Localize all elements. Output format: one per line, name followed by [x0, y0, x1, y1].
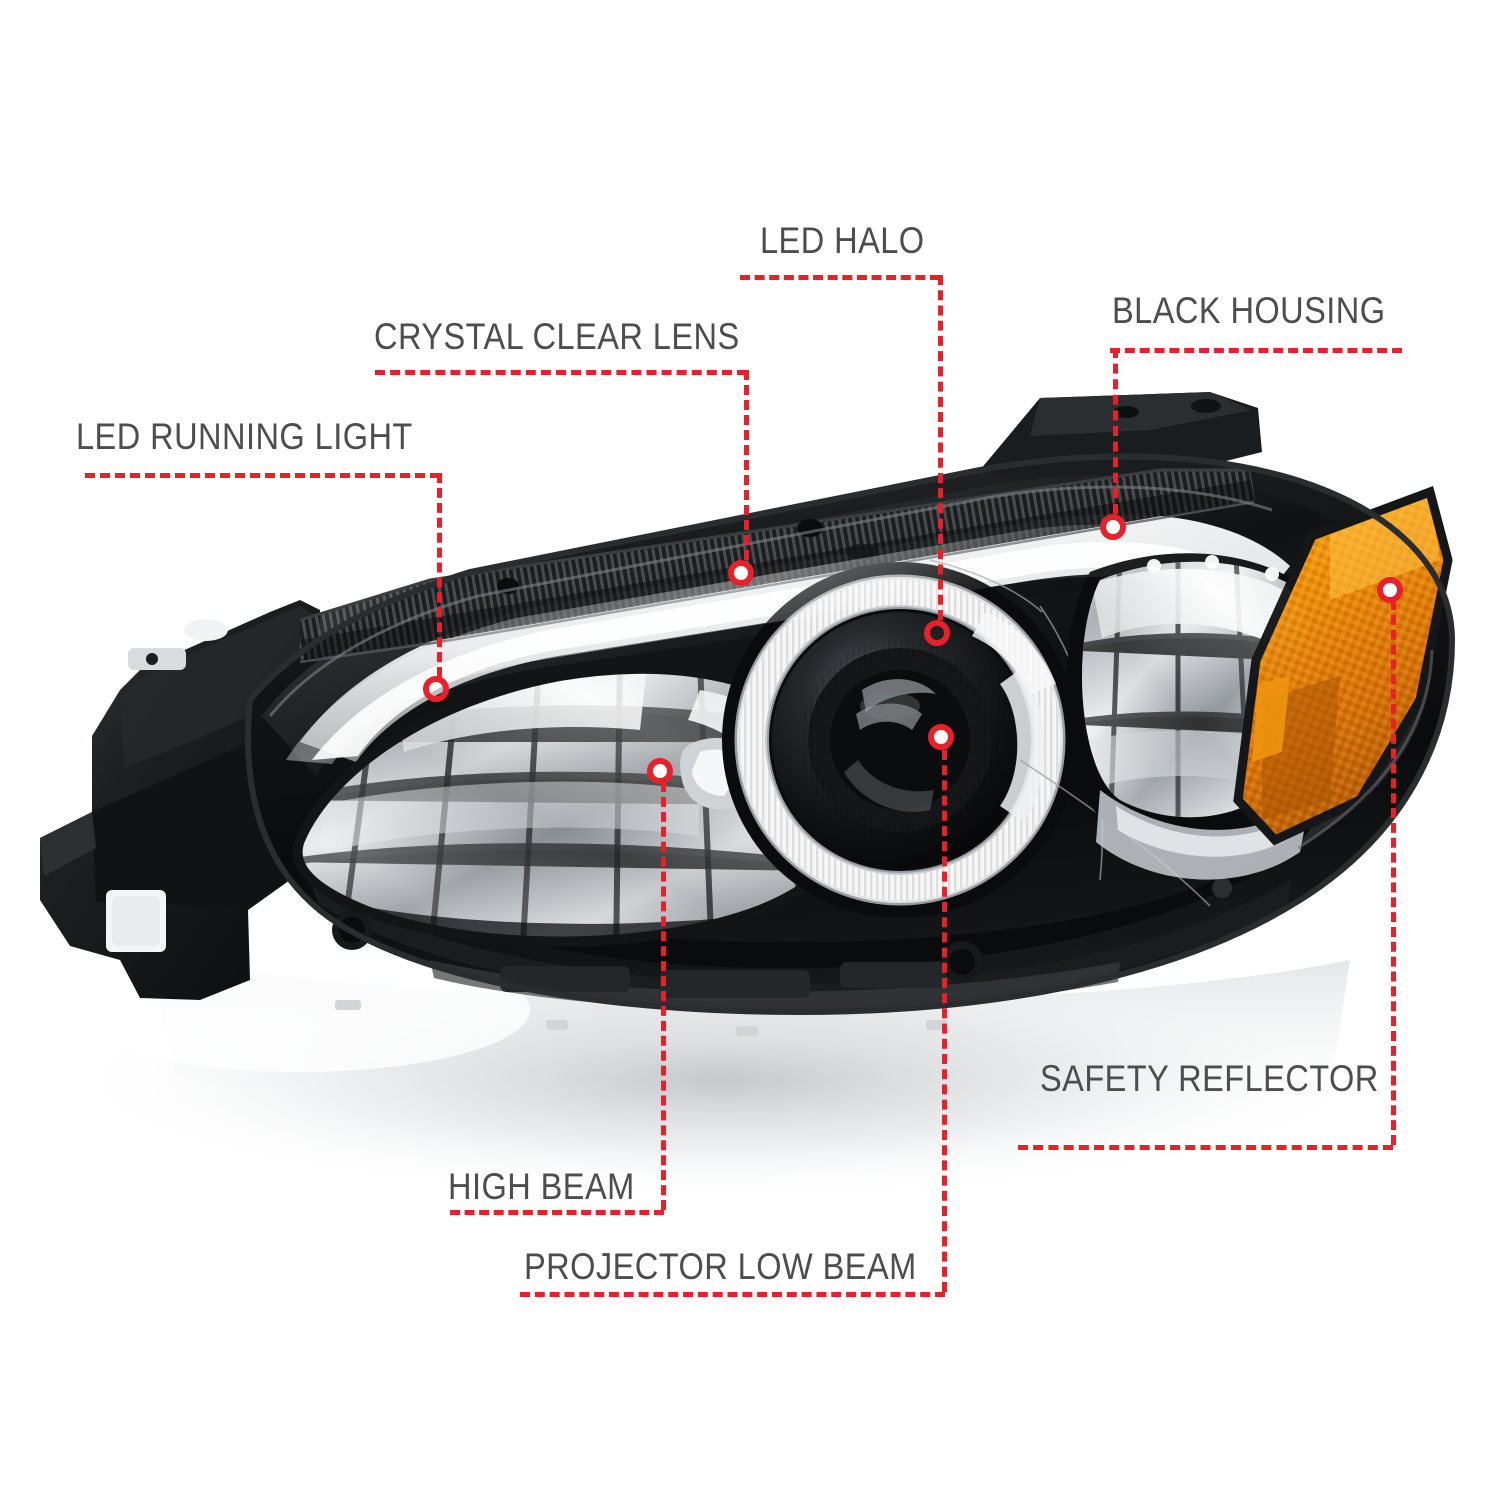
leader-line-crystal-clear-lens-vertical: [744, 370, 749, 560]
leader-line-led-halo-horizontal: [740, 275, 940, 280]
callout-dot-safety-reflector[interactable]: [1377, 577, 1403, 603]
leader-line-projector-low-beam-vertical: [942, 750, 947, 1292]
leader-line-crystal-clear-lens-horizontal: [375, 370, 747, 375]
leader-line-high-beam-vertical: [661, 782, 666, 1210]
leader-line-led-running-light-vertical: [437, 473, 442, 677]
callout-label-crystal-clear-lens: CRYSTAL CLEAR LENS: [374, 316, 740, 357]
leader-line-safety-reflector-vertical: [1391, 600, 1396, 1145]
leader-line-black-housing-horizontal: [1110, 348, 1402, 353]
leader-line-safety-reflector-horizontal: [1018, 1145, 1393, 1150]
callout-label-led-halo: LED HALO: [760, 220, 925, 261]
leader-line-led-running-light-horizontal: [85, 473, 440, 478]
callout-label-black-housing: BLACK HOUSING: [1112, 290, 1386, 331]
callout-label-high-beam: HIGH BEAM: [448, 1166, 635, 1207]
callout-dot-led-halo[interactable]: [924, 620, 950, 646]
callout-dot-projector-low-beam[interactable]: [928, 724, 954, 750]
callout-dot-black-housing[interactable]: [1100, 514, 1126, 540]
leader-line-led-halo-vertical: [938, 275, 943, 620]
callout-dot-high-beam[interactable]: [647, 758, 673, 784]
leader-line-projector-low-beam-horizontal: [520, 1292, 945, 1297]
callout-dot-crystal-clear-lens[interactable]: [728, 560, 754, 586]
callout-label-led-running-light: LED RUNNING LIGHT: [76, 416, 413, 457]
callout-dot-led-running-light[interactable]: [423, 676, 449, 702]
leader-line-black-housing-vertical: [1113, 348, 1118, 514]
callout-label-safety-reflector: SAFETY REFLECTOR: [1040, 1058, 1379, 1099]
callout-label-projector-low-beam: PROJECTOR LOW BEAM: [524, 1246, 917, 1287]
leader-line-high-beam-horizontal: [450, 1210, 664, 1215]
